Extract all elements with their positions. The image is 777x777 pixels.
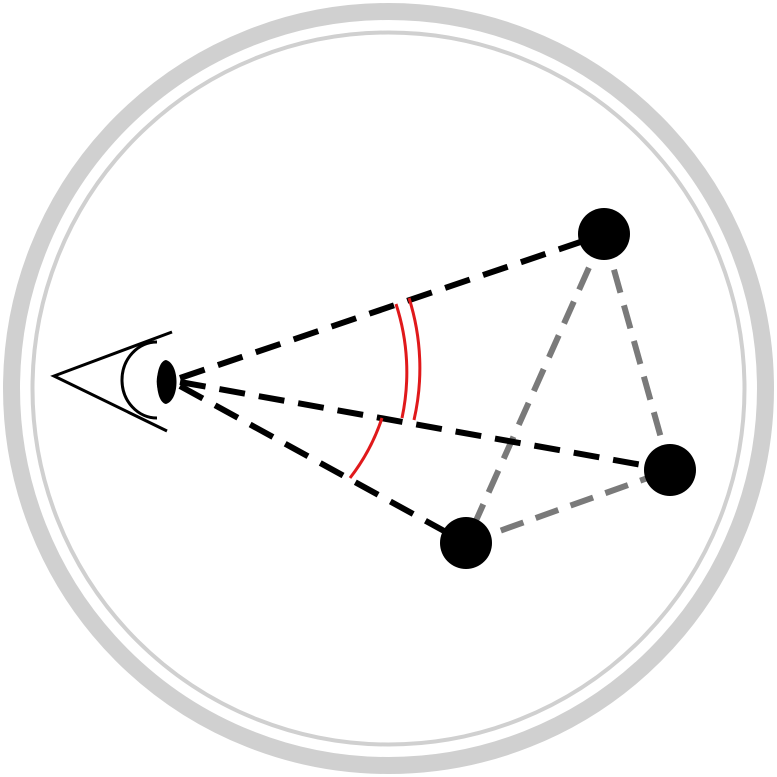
point-right bbox=[644, 444, 696, 496]
angle-markers bbox=[348, 297, 422, 479]
sight-line-to-bottom-point bbox=[178, 383, 468, 546]
point-bottom bbox=[440, 517, 492, 569]
eye-pupil-body bbox=[157, 360, 177, 404]
edge-top-to-right bbox=[601, 233, 673, 471]
eye-iris bbox=[120, 340, 158, 420]
sight-line-to-top-point bbox=[179, 231, 605, 381]
frame-outer-ring bbox=[3, 3, 774, 774]
points bbox=[440, 208, 696, 569]
eye-lids bbox=[50, 330, 173, 433]
sight-line-to-right-point bbox=[179, 379, 671, 473]
frame-inner-ring bbox=[30, 30, 747, 747]
angle-arc-lower bbox=[348, 417, 384, 479]
angle-arc-upper-inner bbox=[394, 303, 409, 419]
triangle-edges bbox=[463, 232, 673, 546]
edge-top-to-bottom bbox=[463, 232, 607, 545]
point-top bbox=[578, 208, 630, 260]
sight-lines bbox=[178, 231, 671, 546]
circular-frame bbox=[3, 3, 774, 774]
angle-arc-upper-outer bbox=[407, 297, 422, 421]
eye-icon bbox=[50, 330, 177, 433]
